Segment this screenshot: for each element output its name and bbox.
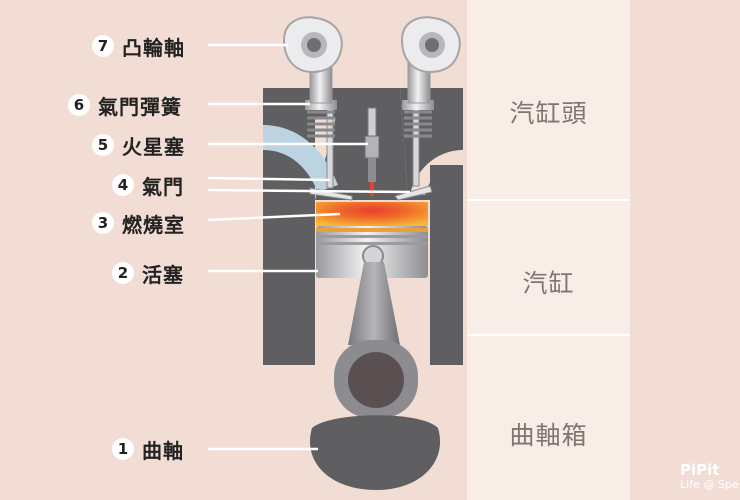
part-label-combustion-chamber: 3 燃燒室: [92, 208, 185, 238]
part-label-text: 曲軸: [142, 438, 184, 463]
section-label-crankcase: 曲軸箱: [509, 421, 588, 450]
part-label-text: 燃燒室: [122, 212, 185, 237]
part-number-badge: 6: [68, 94, 90, 116]
part-label-text: 氣門: [142, 174, 184, 199]
part-label-crankshaft: 1 曲軸: [112, 434, 184, 464]
valve-spring-left: [305, 100, 337, 138]
valve-spring-right: [402, 100, 434, 138]
piston: [316, 226, 428, 278]
section-divider: [467, 334, 630, 336]
part-label-spark-plug: 5 火星塞: [92, 130, 185, 160]
part-label-piston: 2 活塞: [112, 258, 184, 288]
section-label-cylinder-head: 汽缸頭: [509, 99, 588, 128]
camshaft-right: [400, 16, 461, 74]
part-number-badge: 3: [92, 212, 114, 234]
watermark-tagline: Life @ Spe: [680, 477, 739, 491]
part-label-valve: 4 氣門: [112, 170, 184, 200]
camshaft-left: [282, 16, 343, 74]
part-number-badge: 2: [112, 262, 134, 284]
part-label-text: 氣門彈簧: [98, 94, 182, 119]
section-label-cylinder: 汽缸: [522, 269, 575, 298]
part-number-badge: 5: [92, 134, 114, 156]
part-number-badge: 7: [92, 35, 114, 57]
section-divider: [467, 199, 630, 201]
leader-lines: [207, 43, 411, 451]
part-label-text: 凸輪軸: [122, 35, 185, 60]
watermark-brand: PiPit: [680, 461, 720, 479]
cylinder-wall-right: [430, 165, 463, 365]
watermark: PiPit Life @ Spe: [680, 462, 739, 491]
part-number-badge: 4: [112, 174, 134, 196]
part-label-text: 活塞: [142, 262, 184, 287]
combustion-chamber: [316, 202, 428, 226]
part-number-badge: 1: [112, 438, 134, 460]
connecting-rod: [334, 262, 418, 418]
section-panel: [467, 0, 630, 500]
crankshaft-counterweight: [309, 415, 441, 490]
part-label-valve-spring: 6 氣門彈簧: [68, 90, 182, 120]
cylinder-wall-left: [263, 200, 315, 365]
part-label-text: 火星塞: [122, 134, 185, 159]
exhaust-valve: [394, 107, 433, 201]
part-label-camshaft: 7 凸輪軸: [92, 31, 185, 61]
